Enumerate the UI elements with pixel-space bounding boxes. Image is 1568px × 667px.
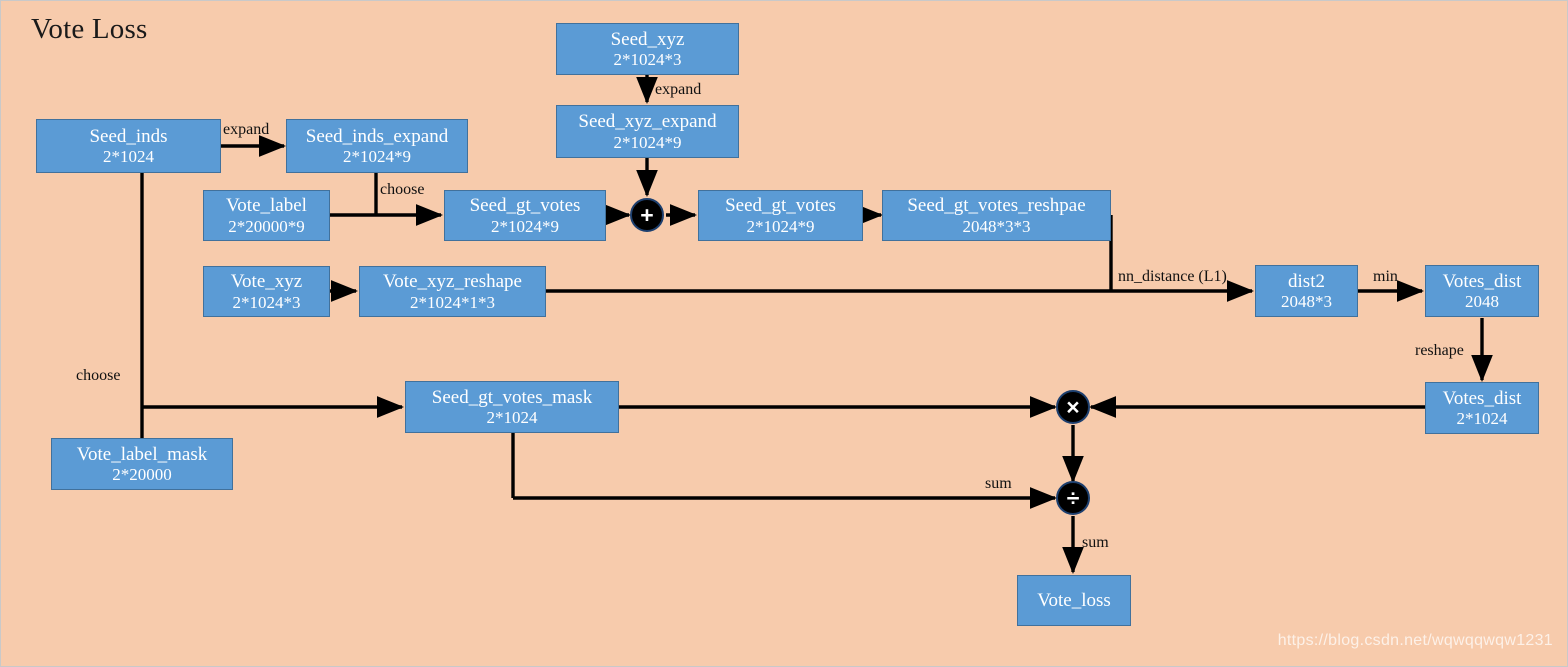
- node-label: Votes_dist: [1442, 270, 1522, 292]
- node-seed-inds-expand[interactable]: Seed_inds_expand 2*1024*9: [286, 119, 468, 173]
- node-label: Seed_xyz: [610, 28, 685, 50]
- node-label: Seed_gt_votes: [469, 195, 581, 217]
- node-vote-label-mask[interactable]: Vote_label_mask 2*20000: [51, 438, 233, 490]
- page-title: Vote Loss: [31, 13, 148, 45]
- node-shape: 2*1024: [1456, 409, 1508, 429]
- node-label: Votes_dist: [1442, 387, 1522, 409]
- node-shape: 2*1024*9: [746, 216, 815, 236]
- edge-label-expand-inds: expand: [223, 121, 270, 138]
- node-seed-xyz[interactable]: Seed_xyz 2*1024*3: [556, 23, 739, 75]
- node-shape: 2*1024*9: [491, 216, 559, 236]
- node-seed-xyz-expand[interactable]: Seed_xyz_expand 2*1024*9: [556, 105, 739, 158]
- node-shape: 2*1024: [103, 147, 154, 167]
- node-label: dist2: [1288, 270, 1325, 292]
- edge-label-min: min: [1373, 268, 1398, 285]
- multiply-operator[interactable]: ×: [1056, 390, 1090, 424]
- node-vote-label[interactable]: Vote_label 2*20000*9: [203, 190, 330, 241]
- node-dist2[interactable]: dist2 2048*3: [1255, 265, 1358, 317]
- add-operator[interactable]: +: [630, 198, 664, 232]
- node-shape: 2048*3*3: [962, 216, 1031, 236]
- node-label: Seed_inds: [89, 125, 168, 147]
- node-vote-xyz[interactable]: Vote_xyz 2*1024*3: [203, 266, 330, 317]
- edge-label-reshape: reshape: [1415, 342, 1464, 359]
- edge-label-expand-xyz: expand: [655, 81, 702, 98]
- node-label: Seed_inds_expand: [305, 125, 449, 147]
- node-label: Seed_xyz_expand: [578, 111, 717, 133]
- node-label: Seed_gt_votes: [725, 195, 836, 217]
- edge-label-nn-distance: nn_distance (L1): [1118, 268, 1227, 285]
- divide-operator[interactable]: ÷: [1056, 481, 1090, 515]
- node-seed-gt-votes-b[interactable]: Seed_gt_votes 2*1024*9: [698, 190, 863, 241]
- node-shape: 2*1024*9: [343, 147, 411, 167]
- watermark: https://blog.csdn.net/wqwqqwqw1231: [1277, 632, 1553, 649]
- node-label: Seed_gt_votes_reshpae: [907, 195, 1086, 217]
- node-shape: 2*20000*9: [228, 216, 305, 236]
- node-votes-dist-2x1024[interactable]: Votes_dist 2*1024: [1425, 382, 1539, 434]
- edge-label-sum-mid: sum: [985, 475, 1012, 492]
- add-symbol: +: [640, 201, 654, 228]
- node-votes-dist-2048[interactable]: Votes_dist 2048: [1425, 265, 1539, 317]
- node-label: Vote_loss: [1037, 589, 1111, 611]
- node-seed-gt-votes-mask[interactable]: Seed_gt_votes_mask 2*1024: [405, 381, 619, 433]
- node-label: Vote_xyz: [230, 271, 303, 293]
- node-label: Seed_gt_votes_mask: [431, 386, 593, 408]
- divide-symbol: ÷: [1066, 484, 1080, 511]
- node-vote-xyz-reshape[interactable]: Vote_xyz_reshape 2*1024*1*3: [359, 266, 546, 317]
- node-shape: 2*1024*3: [613, 50, 682, 70]
- node-seed-gt-votes-reshpae[interactable]: Seed_gt_votes_reshpae 2048*3*3: [882, 190, 1111, 241]
- edge-label-sum-bottom: sum: [1082, 534, 1109, 551]
- node-shape: 2*20000: [112, 465, 172, 485]
- node-shape: 2*1024*9: [613, 132, 682, 152]
- node-shape: 2048*3: [1281, 292, 1332, 312]
- node-shape: 2048: [1465, 292, 1499, 312]
- node-seed-inds[interactable]: Seed_inds 2*1024: [36, 119, 221, 173]
- node-seed-gt-votes-a[interactable]: Seed_gt_votes 2*1024*9: [444, 190, 606, 241]
- edge-label-choose-top: choose: [380, 181, 425, 198]
- node-label: Vote_label_mask: [76, 443, 208, 465]
- node-shape: 2*1024: [486, 408, 538, 428]
- edge-label-choose-left: choose: [76, 367, 121, 384]
- multiply-symbol: ×: [1066, 393, 1080, 420]
- node-vote-loss[interactable]: Vote_loss: [1017, 575, 1131, 626]
- node-shape: 2*1024*3: [232, 292, 301, 312]
- node-label: Vote_xyz_reshape: [383, 271, 522, 293]
- node-shape: 2*1024*1*3: [410, 292, 495, 312]
- node-label: Vote_label: [226, 195, 307, 217]
